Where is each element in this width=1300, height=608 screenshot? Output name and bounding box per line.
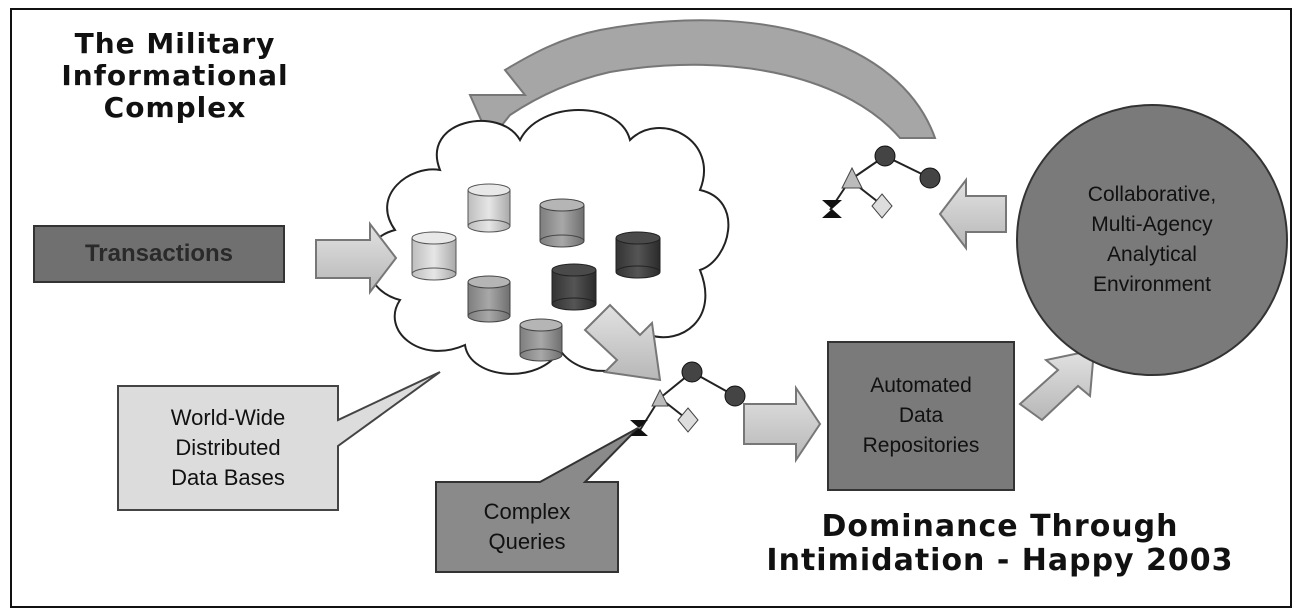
world-wide-callout	[117, 371, 441, 511]
complex-queries-callout	[435, 427, 639, 573]
collaborative-environment-label: Collaborative, Multi-Agency Analytical E…	[1087, 183, 1217, 296]
diagram-canvas	[33, 19, 1288, 573]
database-cylinder	[467, 183, 511, 233]
automated-repositories-label: Automated Data Repositories	[862, 374, 980, 457]
database-cylinder	[539, 198, 585, 248]
cloud-output-arrow	[583, 303, 662, 382]
automated-repositories-box	[827, 341, 1015, 491]
from-collaborative-arrow	[938, 177, 1007, 251]
database-cylinder	[519, 318, 563, 362]
complex-queries-label: Complex Queries	[483, 499, 571, 554]
world-wide-label: World-Wide Distributed Data Bases	[170, 405, 286, 490]
query-tree-icon	[822, 145, 941, 219]
curved-return-arrow	[468, 19, 937, 142]
query-tree-icon	[630, 361, 746, 436]
to-repositories-arrow	[743, 384, 822, 464]
transactions-arrow	[315, 221, 398, 295]
database-cylinder	[411, 231, 457, 281]
database-cylinder	[615, 231, 661, 279]
collaborative-environment-circle	[1016, 104, 1288, 376]
database-cylinder	[551, 263, 597, 311]
transactions-label: Transactions	[84, 240, 234, 267]
diagram-subtitle: Dominance Through Intimidation - Happy 2…	[766, 509, 1234, 578]
database-cylinder	[467, 275, 511, 323]
to-collaborative-arrow	[1018, 348, 1096, 422]
diagram-title: The Military Informational Complex	[61, 27, 289, 124]
transactions-box	[33, 225, 285, 283]
